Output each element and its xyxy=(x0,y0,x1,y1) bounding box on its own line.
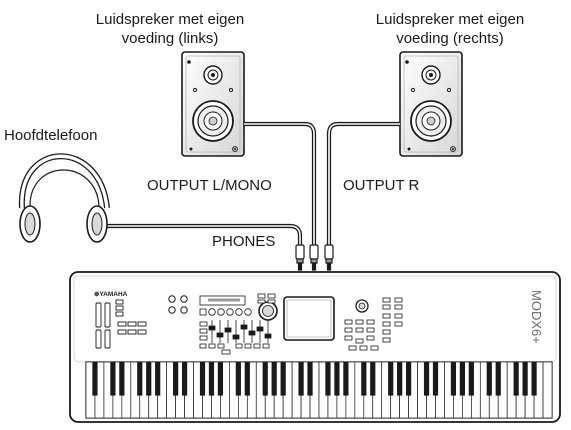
black-key xyxy=(388,362,394,396)
left-speaker-label: Luidspreker met eigen voeding (links) xyxy=(70,10,270,48)
black-key xyxy=(235,362,241,396)
black-key xyxy=(199,362,206,396)
black-key xyxy=(146,362,152,396)
white-key xyxy=(542,361,553,419)
black-key xyxy=(406,362,412,396)
black-key xyxy=(325,362,331,396)
speaker-cables xyxy=(244,121,400,247)
black-key xyxy=(110,362,116,396)
black-key xyxy=(343,362,349,396)
headphones-label: Hoofdtelefoon xyxy=(4,127,98,144)
black-keys xyxy=(92,362,537,396)
black-key xyxy=(173,362,179,396)
phones-jack-label: PHONES xyxy=(212,233,276,250)
headphone-cable xyxy=(104,223,303,247)
black-key xyxy=(262,362,268,396)
black-key xyxy=(92,362,98,396)
right-speaker-label-line2: voeding (rechts) xyxy=(396,30,504,47)
right-speaker-label-line1: Luidspreker met eigen xyxy=(375,11,525,28)
left-speaker xyxy=(181,51,245,157)
black-key xyxy=(271,362,277,396)
right-speaker xyxy=(399,51,463,157)
black-key xyxy=(495,362,501,396)
black-key xyxy=(244,362,250,396)
black-key xyxy=(280,362,286,396)
plugs xyxy=(295,244,334,271)
output-r-plug xyxy=(324,244,334,271)
brand-logo: ⊛YAMAHA xyxy=(94,291,128,298)
right-speaker-label: Luidspreker met eigen voeding (rechts) xyxy=(350,10,550,48)
black-key xyxy=(531,362,537,396)
black-key xyxy=(522,362,528,396)
black-key xyxy=(361,362,367,396)
black-key xyxy=(423,362,430,396)
black-key xyxy=(208,362,215,396)
black-key xyxy=(119,362,125,396)
output-l-label: OUTPUT L/MONO xyxy=(147,177,272,194)
left-speaker-label-line2: voeding (links) xyxy=(121,30,219,47)
left-speaker-label-line1: Luidspreker met eigen xyxy=(95,11,245,28)
black-key xyxy=(155,362,161,396)
black-key xyxy=(181,362,188,396)
black-key xyxy=(334,362,340,396)
black-key xyxy=(459,362,465,396)
black-key xyxy=(486,362,492,396)
black-key xyxy=(137,362,143,396)
model-logo: MODX6+ xyxy=(529,290,544,344)
black-key xyxy=(298,362,304,396)
black-key xyxy=(307,362,313,396)
headphones xyxy=(18,153,110,243)
output-r-label: OUTPUT R xyxy=(343,177,420,194)
black-key xyxy=(217,362,224,396)
phones-plug xyxy=(295,244,305,271)
black-key xyxy=(397,362,403,396)
black-key xyxy=(513,362,519,396)
touch-display xyxy=(283,296,335,341)
black-key xyxy=(468,362,474,396)
keyboard: ⊛YAMAHA MODX6+ xyxy=(69,271,561,423)
black-key xyxy=(370,362,376,396)
black-key xyxy=(432,362,439,396)
output-l-plug xyxy=(309,244,319,271)
black-key xyxy=(450,362,457,396)
